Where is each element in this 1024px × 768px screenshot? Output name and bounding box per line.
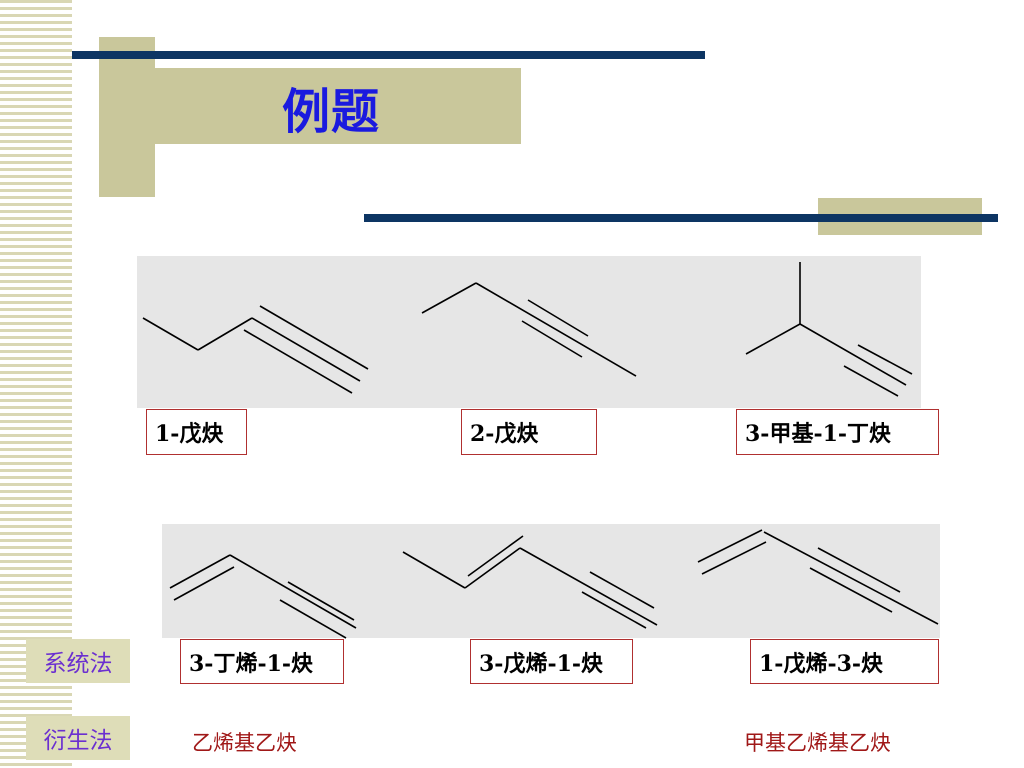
name-box-3-methyl-1-butyne: 3-甲基-1-丁炔 (736, 409, 939, 455)
structure-panel-row2 (162, 524, 940, 638)
name-label: 3-戊烯-1-炔 (479, 650, 604, 677)
page-title: 例题 (282, 84, 381, 140)
name-box-1-pentene-3-yne: 1-戊烯-3-炔 (750, 639, 939, 684)
name-label: 3-丁烯-1-炔 (189, 650, 314, 677)
name-box-3-pentene-1-yne: 3-戊烯-1-炔 (470, 639, 633, 684)
accent-bar (364, 214, 998, 222)
name-box-3-butene-1-yne: 3-丁烯-1-炔 (180, 639, 344, 684)
derived-name-methylvinylacetylene: 甲基乙烯基乙炔 (744, 731, 891, 755)
label-systematic-text: 系统法 (43, 651, 113, 677)
name-label: 1-戊炔 (155, 421, 224, 447)
name-label: 1-戊烯-3-炔 (759, 650, 884, 677)
name-label: 3-甲基-1-丁炔 (745, 421, 892, 447)
label-derived: 衍生法 (26, 716, 130, 760)
label-systematic: 系统法 (26, 639, 130, 683)
derived-name-vinylacetylene: 乙烯基乙炔 (192, 731, 297, 755)
title-top-bar (72, 51, 705, 59)
name-box-2-pentyne: 2-戊炔 (461, 409, 597, 455)
name-label: 2-戊炔 (470, 421, 539, 447)
title-khaki-band (155, 68, 521, 144)
name-box-1-pentyne: 1-戊炔 (146, 409, 247, 455)
structure-panel-row1 (137, 256, 921, 408)
label-derived-text: 衍生法 (43, 728, 113, 754)
title-khaki-block (99, 37, 155, 197)
